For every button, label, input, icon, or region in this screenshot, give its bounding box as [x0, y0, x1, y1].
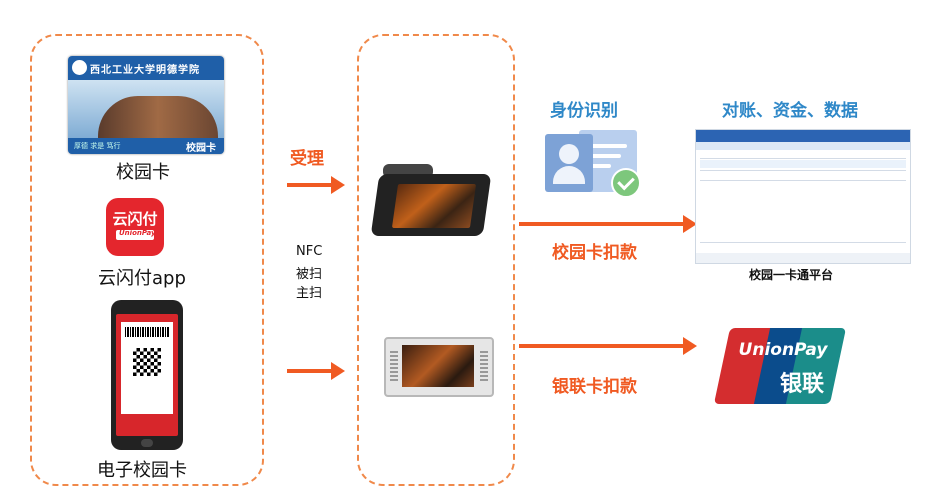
barcode-icon	[125, 327, 169, 337]
school-logo-icon	[72, 60, 87, 75]
quickpass-icon-text: 云闪付	[112, 210, 158, 228]
campus-card-caption: 校园卡	[116, 162, 170, 183]
phone-e-card-image	[111, 300, 183, 450]
accept-arrow-top	[287, 176, 345, 194]
quickpass-caption: 云闪付app	[98, 268, 186, 289]
campus-card-image: 西北工业大学明德学院 厚德 求是 笃行 校园卡	[68, 56, 224, 154]
unionpay-logo: UnionPay 银联	[713, 328, 847, 404]
quickpass-app-icon: 云闪付 UnionPay	[106, 198, 164, 256]
campus-deduct-arrow	[519, 215, 697, 233]
card-footer-text: 校园卡	[186, 143, 216, 154]
quickpass-icon-sub: UnionPay	[119, 229, 156, 237]
id-verification-icon	[545, 130, 641, 198]
card-motto: 厚德 求是 笃行	[74, 142, 121, 150]
tablet-terminal-image	[384, 337, 494, 397]
platform-screenshot	[695, 129, 911, 264]
method-scanned: 被扫	[296, 267, 323, 282]
school-name: 西北工业大学明德学院	[90, 65, 200, 76]
terminal-group-left	[30, 34, 264, 486]
platform-caption: 校园一卡通平台	[749, 268, 834, 282]
accept-label: 受理	[290, 149, 324, 169]
unionpay-deduct-label: 银联卡扣款	[552, 377, 637, 397]
building-image	[98, 96, 218, 144]
e-card-caption: 电子校园卡	[97, 460, 187, 481]
campus-deduct-label: 校园卡扣款	[552, 243, 637, 263]
terminal-group-middle	[357, 34, 515, 486]
unionpay-logo-cn: 银联	[779, 372, 824, 397]
identity-label: 身份识别	[550, 101, 618, 121]
reconciliation-label: 对账、资金、数据	[722, 101, 858, 121]
accept-arrow-bottom	[287, 362, 345, 380]
qr-code-icon	[133, 348, 161, 376]
method-scan: 主扫	[296, 286, 323, 301]
unionpay-deduct-arrow	[519, 337, 697, 355]
unionpay-logo-en: UnionPay	[738, 340, 828, 360]
method-nfc: NFC	[296, 244, 323, 259]
pos-terminal-image	[370, 164, 492, 246]
checkmark-icon	[611, 168, 641, 198]
